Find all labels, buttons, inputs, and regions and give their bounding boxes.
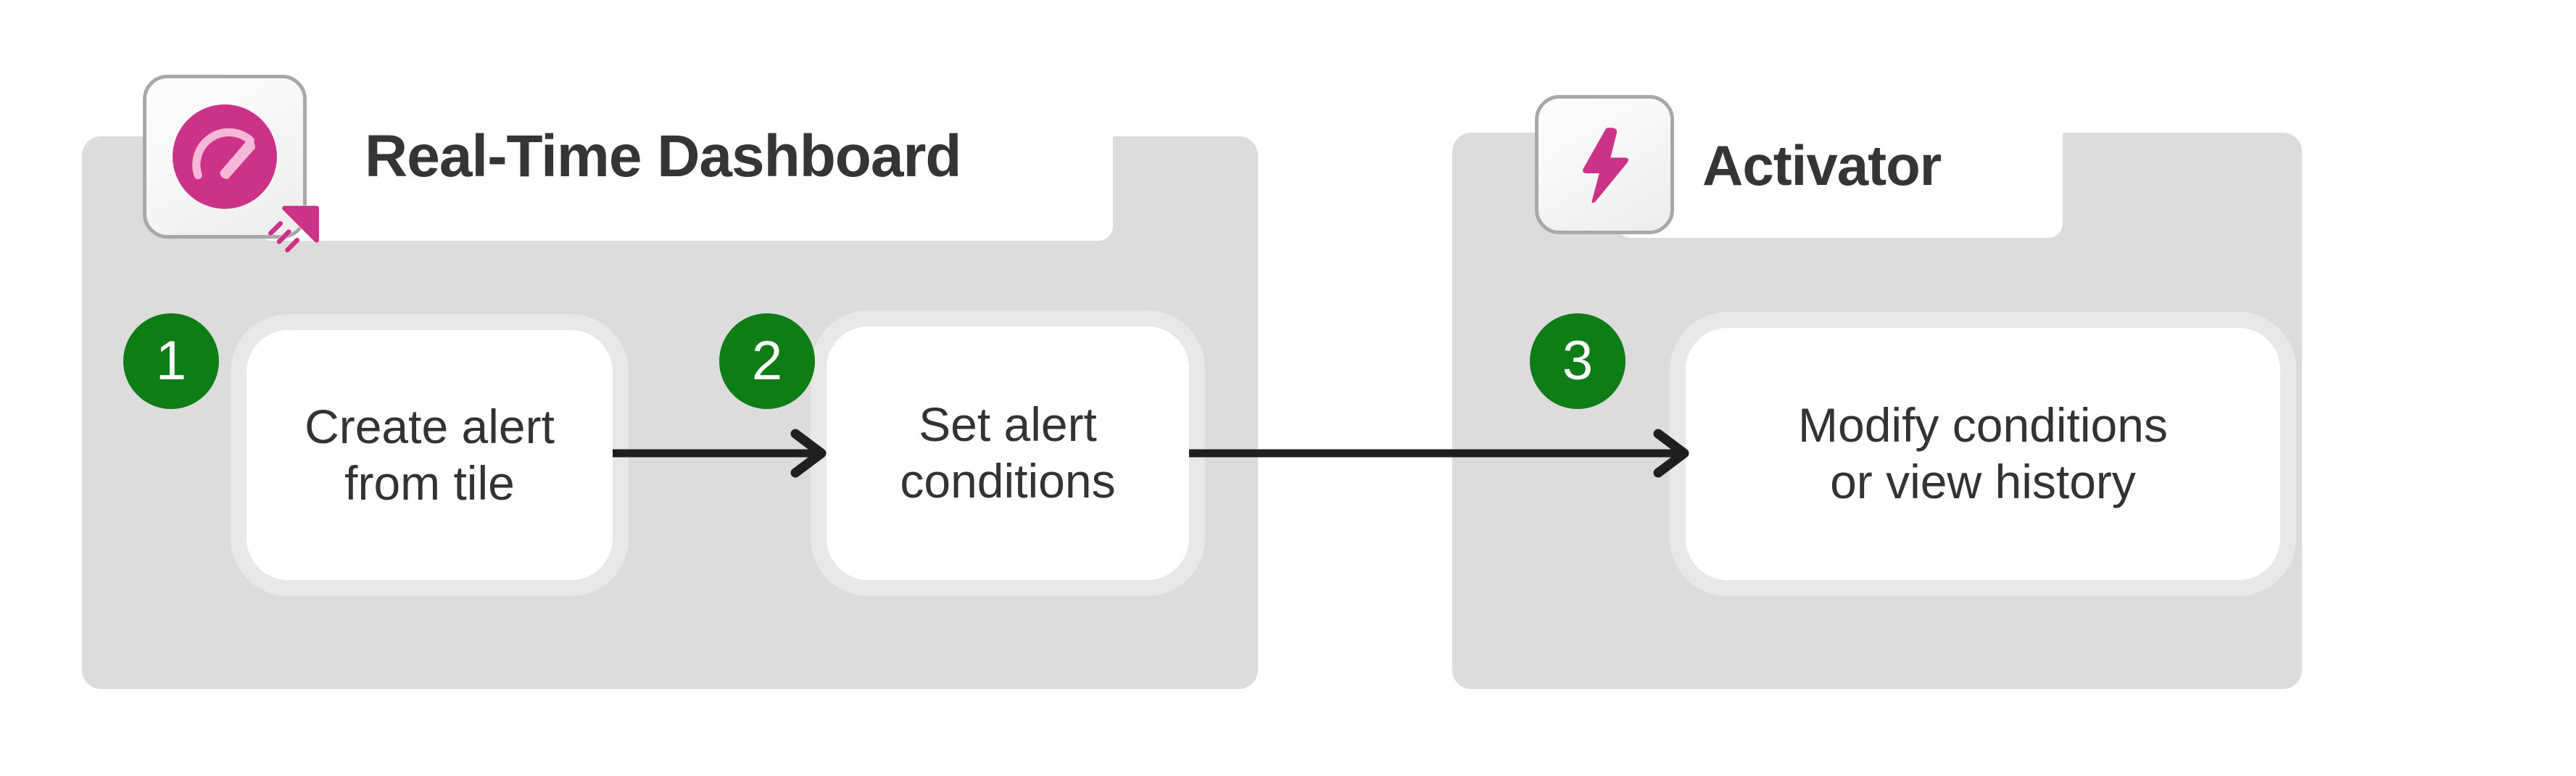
step-badge-2: 2 [719,313,815,409]
step-label: Set alert conditions [900,397,1116,508]
lightning-bolt-icon [1583,128,1628,203]
app-tile-dashboard[interactable] [143,75,320,253]
group-title-chip-activator: Activator [1617,93,2063,238]
app-tile-activator[interactable] [1535,95,1674,234]
step-badge-number: 1 [155,330,187,392]
step-badge-1: 1 [123,313,219,409]
step-badge-number: 2 [751,330,783,392]
step-badge-3: 3 [1530,313,1625,409]
step-label: Modify conditions or view history [1798,398,2168,508]
step-badge-number: 3 [1562,330,1594,392]
gauge-icon [173,104,277,209]
connector-arrow-step2-step3 [1189,429,1689,478]
cursor-click-icon [268,205,320,253]
group-title-label: Real-Time Dashboard [365,123,962,189]
step-label: Create alert from tile [305,399,555,510]
group-title-label: Activator [1702,133,1942,197]
step-box-set-alert-conditions[interactable]: Set alert conditions [827,326,1189,580]
step-box-create-alert-from-tile[interactable]: Create alert from tile [247,330,613,580]
group-title-chip-dashboard: Real-Time Dashboard [257,73,1113,241]
step-box-modify-conditions-or-view-history[interactable]: Modify conditions or view history [1686,328,2280,580]
connector-arrow-step1-step2 [613,429,827,478]
